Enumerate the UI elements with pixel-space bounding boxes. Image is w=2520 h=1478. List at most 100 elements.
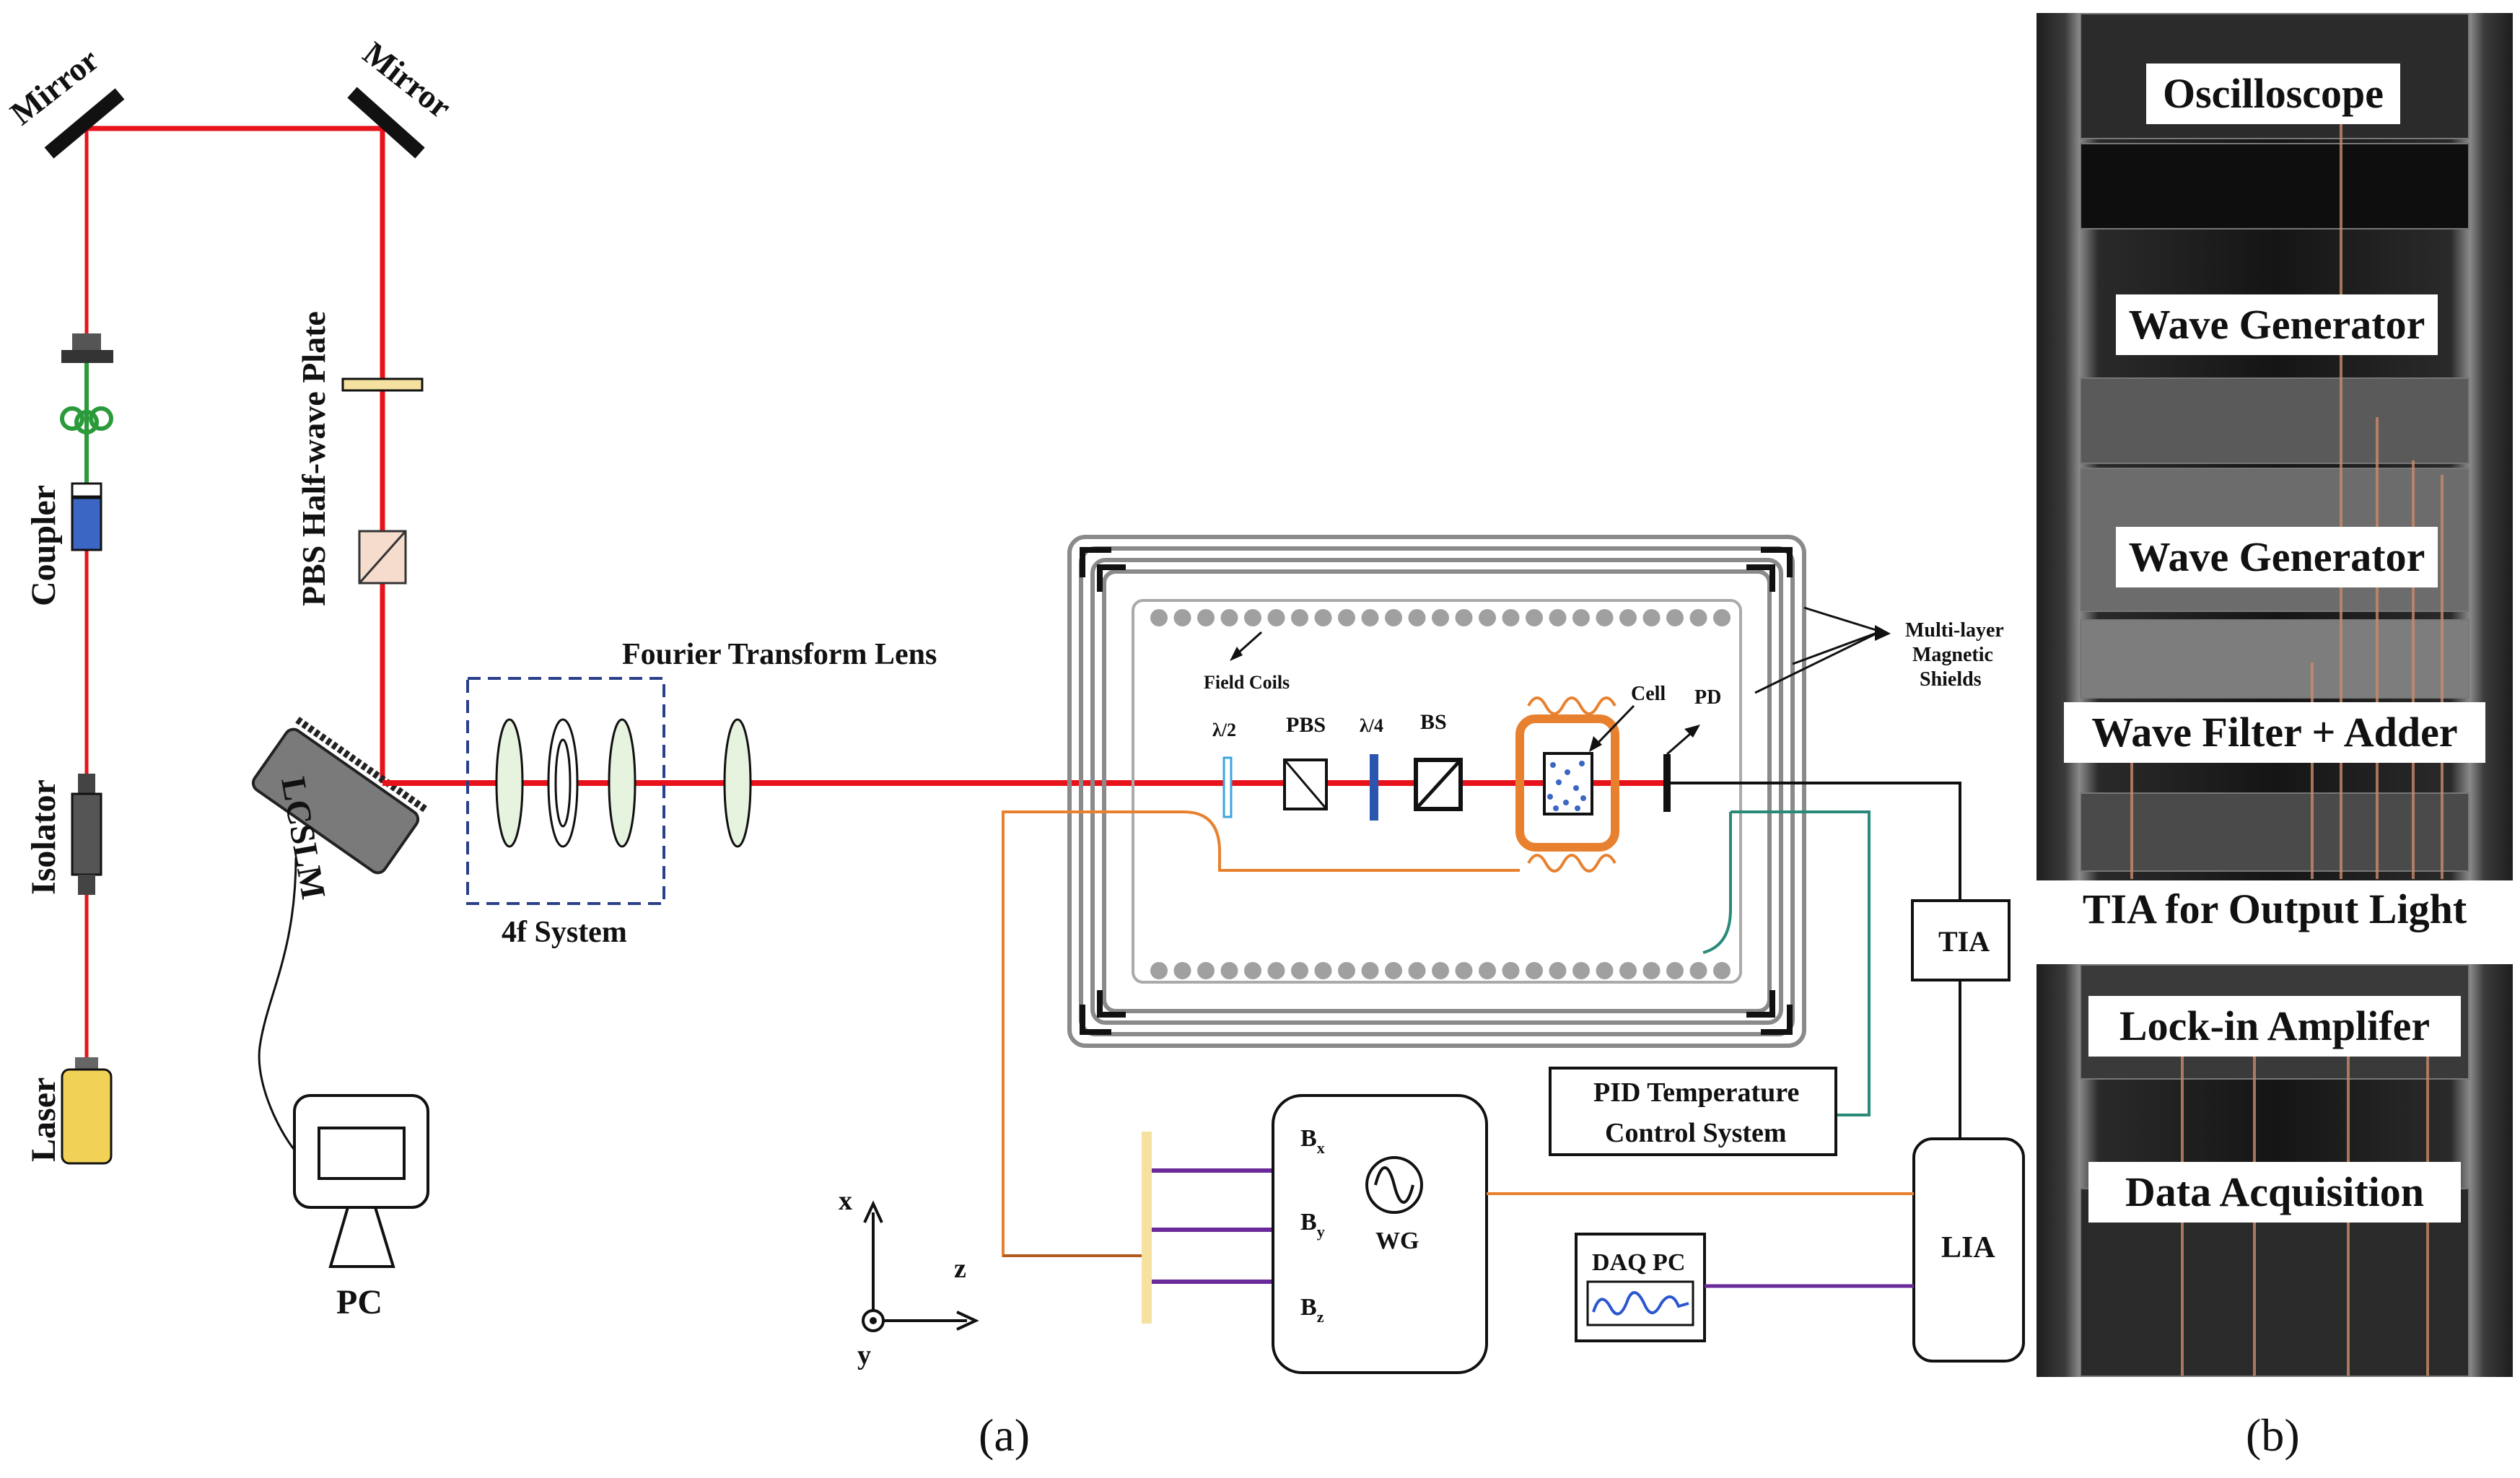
atom-dot <box>1575 805 1580 811</box>
coil-driver-bar <box>1142 1132 1152 1324</box>
axis-origin-dot <box>870 1317 877 1324</box>
tia-output-light-label: TIA for Output Light <box>2082 886 2467 932</box>
coil-wire-dot <box>1479 609 1496 626</box>
waveform-icon <box>1592 1291 1689 1316</box>
shields-label-2: Magnetic <box>1912 644 1993 666</box>
shields-label-3: Shields <box>1920 668 1982 691</box>
cable <box>2311 663 2314 879</box>
four-f-label: 4f System <box>502 916 627 949</box>
coil-wire-dot <box>1502 962 1520 979</box>
arrow-head <box>1684 725 1700 738</box>
fourier-lens-icon <box>723 718 752 848</box>
heater-frame-icon <box>1515 714 1619 852</box>
coil-wire-dot <box>1455 962 1473 979</box>
coil-wire-dot <box>1220 609 1238 626</box>
coil-wire-dot <box>1432 962 1449 979</box>
signal-wire <box>1670 782 1961 1139</box>
wave-generator-unit <box>2080 377 2469 464</box>
coil-wire-dot <box>1549 609 1567 626</box>
wg-label: WG <box>1375 1228 1419 1254</box>
lambda-quarter-label: λ/4 <box>1360 715 1383 736</box>
heater-coil-icon <box>1527 696 1616 873</box>
lens-icon <box>495 718 524 848</box>
shields-label-1: Multi-layer <box>1905 619 2004 642</box>
cable <box>2441 475 2444 879</box>
laser-label: Laser <box>25 1077 63 1162</box>
coil-wire-dot <box>1173 962 1191 979</box>
field-coils-bottom <box>1150 962 1731 979</box>
arrow-head <box>1589 736 1602 752</box>
caption-a: (a) <box>979 1409 1030 1461</box>
four-f-lenses <box>495 718 636 848</box>
coil-wire-dot <box>1291 962 1308 979</box>
coil-wire-dot <box>1572 962 1590 979</box>
lock-in-amplifier-label: Lock-in Amplifer <box>2088 996 2461 1057</box>
arrow-head <box>1875 625 1891 641</box>
field-coils-top <box>1150 609 1731 626</box>
lcslm-icon <box>251 717 427 875</box>
isolator-label: Isolator <box>25 779 63 895</box>
pc-icon <box>258 857 429 1268</box>
laser-icon <box>61 1057 113 1165</box>
pd-label: PD <box>1694 686 1721 709</box>
lambda-quarter-plate-icon <box>1370 754 1378 821</box>
beam-splitter-icon <box>1414 758 1463 811</box>
drawer-unit <box>2080 143 2469 229</box>
coil-wire-dot <box>1526 609 1543 626</box>
axis-y-label: y <box>857 1340 871 1370</box>
coil-wire-dot <box>1432 609 1449 626</box>
laser-path <box>84 126 385 1068</box>
coordinate-axes <box>862 1200 979 1332</box>
coil-wire-dot <box>1385 609 1402 626</box>
wave-filter-adder-label: Wave Filter + Adder <box>2064 702 2485 763</box>
coil-wire-dot <box>1689 962 1707 979</box>
shield-corner-brackets <box>1080 547 1793 1035</box>
oscilloscope-label: Oscilloscope <box>2146 64 2400 124</box>
coil-wire-dot <box>1361 962 1379 979</box>
daq-pc-label: DAQ PC <box>1592 1249 1685 1276</box>
coil-wire-dot <box>1338 962 1355 979</box>
coil-wire-dot <box>1197 962 1215 979</box>
pbs-shield-label: PBS <box>1286 713 1326 737</box>
half-wave-plate-icon <box>341 377 424 392</box>
axis-x-label: x <box>839 1186 852 1216</box>
fiber-coupler-icon <box>60 333 113 551</box>
isolator-icon <box>71 774 102 895</box>
wave-generator-label-1: Wave Generator <box>2116 294 2438 355</box>
sine-wave-icon <box>1365 1156 1423 1214</box>
coil-wire-dot <box>1713 609 1731 626</box>
coil-wire-dot <box>1244 609 1261 626</box>
arrow-head <box>1230 647 1243 661</box>
coil-wire-dot <box>1385 962 1402 979</box>
equipment-rack-photo: Oscilloscope Wave Generator Wave Generat… <box>2036 13 2513 1377</box>
atom-dot <box>1563 800 1569 805</box>
pbs-cube-shield-icon <box>1283 758 1328 810</box>
coil-wire-dot <box>1479 962 1496 979</box>
coil-wire-dot <box>1408 609 1426 626</box>
coil-wire-dot <box>1689 609 1707 626</box>
tia-box <box>1911 899 2011 981</box>
atom-dot <box>1547 794 1553 800</box>
atoms-icon <box>1547 761 1586 811</box>
atom-dot <box>1556 779 1562 785</box>
coil-wire-dot <box>1197 609 1215 626</box>
fourier-lens-label: Fourier Transform Lens <box>622 638 937 671</box>
coil-wire-dot <box>1314 962 1332 979</box>
coil-wire-dot <box>1244 962 1261 979</box>
coil-wire-dot <box>1619 609 1637 626</box>
wave-generator-label-2: Wave Generator <box>2116 527 2438 587</box>
coil-wire-dot <box>1314 609 1332 626</box>
shields-arrows <box>1754 606 1881 694</box>
coil-wire-dot <box>1150 609 1168 626</box>
pc-label: PC <box>336 1283 382 1321</box>
coil-wire-dot <box>1642 962 1661 979</box>
atom-dot <box>1573 785 1579 791</box>
coil-wire-dot <box>1455 609 1473 626</box>
coil-wire-dot <box>1173 609 1191 626</box>
lambda-half-label: λ/2 <box>1212 720 1236 740</box>
coil-wire-dot <box>1713 962 1731 979</box>
lambda-half-plate-icon <box>1222 756 1233 818</box>
cable <box>2376 417 2379 879</box>
bs-label: BS <box>1420 710 1447 734</box>
